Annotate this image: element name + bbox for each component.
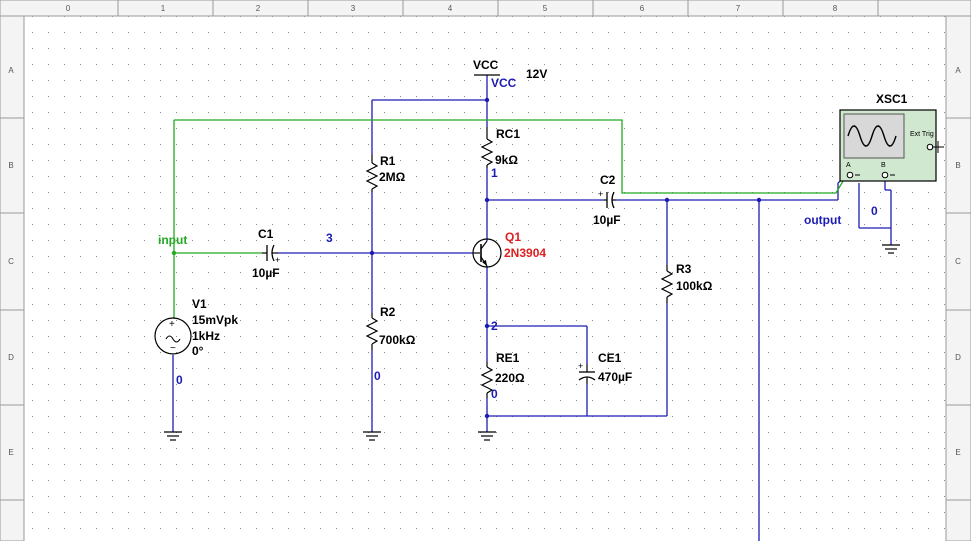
- ac-source-v1[interactable]: + − V1 15mVpk 1kHz 0°: [154, 297, 238, 358]
- ruler-row-b: B: [8, 161, 13, 170]
- ce1-ref: CE1: [598, 351, 622, 365]
- r2-ref: R2: [380, 305, 396, 319]
- ruler-row-e-right: E: [955, 448, 960, 457]
- wires: [172, 75, 892, 541]
- r3-value: 100kΩ: [676, 279, 713, 293]
- c2-plus: +: [598, 189, 603, 199]
- waveform-icon: [847, 125, 897, 147]
- vcc-voltage: 12V: [526, 67, 547, 81]
- ruler-col-5: 5: [543, 4, 548, 13]
- ce1-plus: +: [578, 361, 583, 371]
- ground-v1-icon: [164, 431, 182, 441]
- vcc-net-label: VCC: [491, 76, 517, 90]
- ruler-col-2: 2: [256, 4, 261, 13]
- scope-terminal-b[interactable]: [881, 171, 889, 179]
- resistor-r2[interactable]: R2 700kΩ: [365, 305, 416, 350]
- v1-ref: V1: [192, 297, 207, 311]
- scope-ext-trig: Ext Trig: [910, 131, 934, 138]
- junctions: [369, 97, 762, 419]
- ruler-col-7: 7: [736, 4, 741, 13]
- oscilloscope-xsc1[interactable]: XSC1 Ext Trig A B: [839, 92, 944, 182]
- re1-ref: RE1: [496, 351, 520, 365]
- resistor-r3[interactable]: R3 100kΩ: [660, 262, 713, 303]
- c2-ref: C2: [600, 173, 616, 187]
- ruler-col-3: 3: [351, 4, 356, 13]
- c1-ref: C1: [258, 227, 274, 241]
- rc1-value: 9kΩ: [495, 153, 518, 167]
- r1-ref: R1: [380, 154, 396, 168]
- net-label-scope-gnd: 0: [871, 204, 878, 218]
- c1-value: 10µF: [252, 266, 280, 280]
- capacitor-c2[interactable]: + C2 10µF: [593, 173, 621, 227]
- net-label-input: input: [158, 233, 187, 247]
- vcc-symbol[interactable]: VCC 12V VCC: [473, 58, 547, 90]
- net-label-v1-gnd: 0: [176, 373, 183, 387]
- re1-value: 220Ω: [495, 371, 525, 385]
- net-label-r2-gnd: 0: [374, 369, 381, 383]
- net-label-2: 2: [491, 319, 498, 333]
- scope-channel-b: B: [881, 162, 886, 169]
- resistor-re1[interactable]: RE1 220Ω: [480, 351, 525, 398]
- top-ruler: 0 1 2 3 4 5 6 7 8: [0, 0, 971, 17]
- capacitor-ce1[interactable]: + CE1 470µF: [578, 351, 632, 384]
- ruler-row-e: E: [8, 448, 13, 457]
- ruler-col-0: 0: [66, 4, 71, 13]
- vcc-label: VCC: [473, 58, 499, 72]
- ruler-row-d-right: D: [955, 353, 961, 362]
- r1-value: 2MΩ: [379, 170, 406, 184]
- grid-area: [24, 16, 946, 541]
- ruler-col-8: 8: [833, 4, 838, 13]
- left-ruler: A B C D E: [0, 15, 25, 541]
- ruler-row-a: A: [8, 66, 14, 75]
- ruler-row-d: D: [8, 353, 14, 362]
- right-ruler: A B C D E: [945, 15, 971, 541]
- ground-scope-icon: [882, 244, 900, 254]
- scope-terminal-a[interactable]: [846, 171, 854, 179]
- v1-phase: 0°: [192, 344, 204, 358]
- sine-icon: [165, 335, 181, 343]
- v1-amplitude: 15mVpk: [192, 313, 238, 327]
- transistor-q1[interactable]: Q1 2N3904: [472, 230, 546, 268]
- q1-ref: Q1: [505, 230, 521, 244]
- c2-value: 10µF: [593, 213, 621, 227]
- v1-minus: −: [170, 343, 176, 354]
- input-junction: [171, 250, 177, 256]
- c1-plus: +: [275, 255, 280, 265]
- q1-value: 2N3904: [504, 246, 546, 260]
- ruler-row-a-right: A: [955, 66, 961, 75]
- scope-channel-a: A: [846, 162, 851, 169]
- scope-terminal-trig[interactable]: [926, 143, 934, 151]
- ruler-row-c: C: [8, 257, 14, 266]
- net-label-emitter-gnd: 0: [491, 387, 498, 401]
- v1-frequency: 1kHz: [192, 329, 220, 343]
- net-label-output: output: [804, 213, 841, 227]
- r3-ref: R3: [676, 262, 692, 276]
- xsc1-ref: XSC1: [876, 92, 908, 106]
- r2-value: 700kΩ: [379, 333, 416, 347]
- resistor-rc1[interactable]: RC1 9kΩ: [480, 127, 520, 168]
- ruler-row-b-right: B: [955, 161, 960, 170]
- ruler-col-6: 6: [640, 4, 645, 13]
- ce1-value: 470µF: [598, 370, 632, 384]
- ground-emitter-icon: [478, 431, 496, 441]
- scope-screen: [843, 113, 905, 159]
- net-label-3: 3: [326, 231, 333, 245]
- probe-wire: [173, 119, 847, 318]
- net-label-1: 1: [491, 166, 498, 180]
- v1-plus: +: [169, 319, 175, 330]
- rc1-ref: RC1: [496, 127, 520, 141]
- ruler-row-c-right: C: [955, 257, 961, 266]
- resistor-r1[interactable]: R1 2MΩ: [365, 154, 406, 192]
- capacitor-c1[interactable]: + C1 10µF: [252, 227, 280, 280]
- ground-r2-icon: [363, 431, 381, 441]
- ruler-col-4: 4: [448, 4, 453, 13]
- ruler-col-1: 1: [161, 4, 166, 13]
